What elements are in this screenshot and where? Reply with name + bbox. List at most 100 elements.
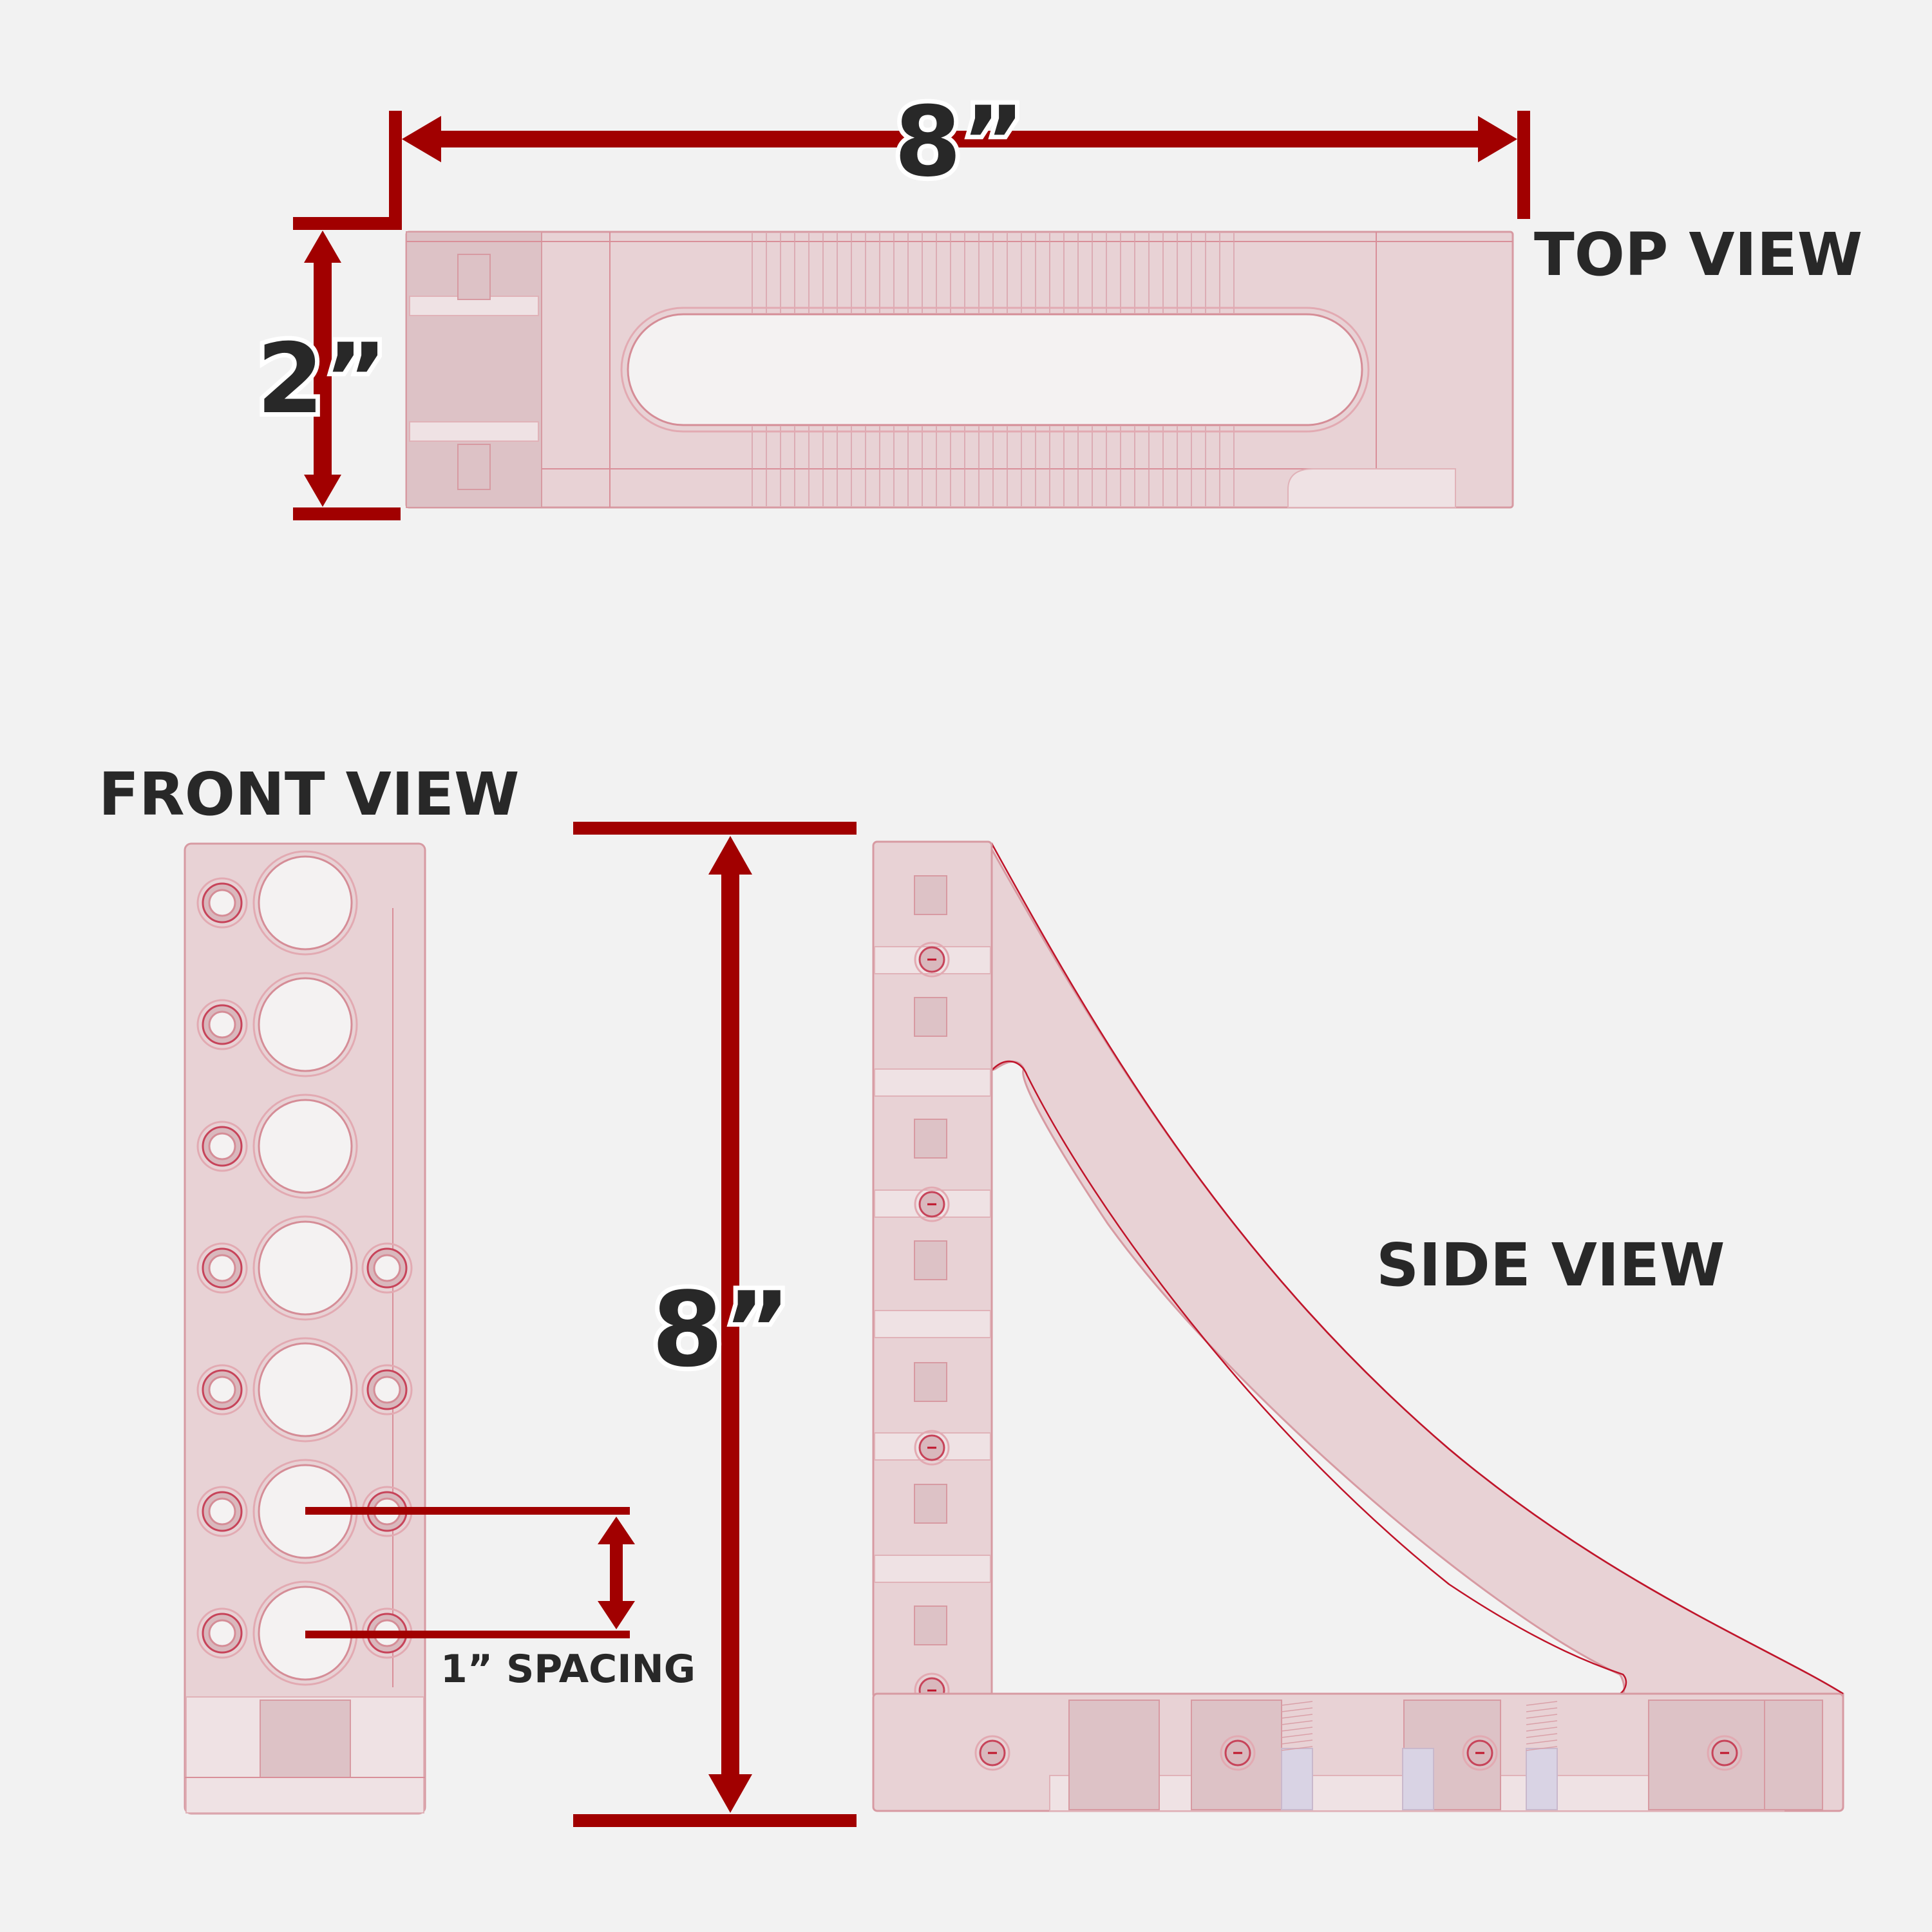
dimension-bar-top-connector <box>389 111 402 230</box>
height-dimension: 8” <box>573 822 857 1827</box>
base-segment <box>1068 1700 1160 1810</box>
arrowhead-down-icon <box>304 475 341 507</box>
arrowhead-left-icon <box>402 116 441 162</box>
small-hole-ring <box>196 1364 248 1416</box>
small-hole <box>208 1376 236 1404</box>
thread-line <box>1281 1739 1313 1745</box>
set-screw-tip <box>1402 1748 1434 1810</box>
dimension-line <box>721 869 739 1777</box>
top-view: 8” 2” TOP VIEW <box>252 82 1862 520</box>
large-hole-ring <box>252 1094 358 1199</box>
base-segment <box>1648 1700 1765 1810</box>
small-hole-ring <box>196 877 248 929</box>
thread-line <box>1526 1727 1558 1732</box>
screw-ring <box>1220 1735 1256 1771</box>
thread-line <box>1526 1733 1558 1738</box>
clamp-post <box>914 1240 947 1280</box>
small-hole <box>208 889 236 917</box>
screw-ring <box>914 1186 950 1222</box>
thread-line <box>1281 1707 1313 1712</box>
small-hole <box>208 1619 236 1647</box>
arrowhead-right-icon <box>1478 116 1517 162</box>
spacing-line-bottom <box>305 1631 630 1638</box>
small-hole-ring <box>361 1364 413 1416</box>
small-hole-ring <box>196 1121 248 1172</box>
thread-line <box>1281 1727 1313 1732</box>
thread-line <box>1526 1701 1558 1706</box>
large-hole <box>258 1220 353 1316</box>
spacing-arrow-shaft <box>610 1542 623 1604</box>
small-hole-ring <box>196 999 248 1050</box>
screw-ring <box>1462 1735 1498 1771</box>
clamp-post <box>914 1362 947 1402</box>
thread-line <box>1526 1720 1558 1725</box>
screw-ring <box>1707 1735 1743 1771</box>
arrowhead-up-icon <box>708 836 752 875</box>
top-view-clamp-post-top <box>457 254 491 300</box>
clamp-post <box>914 1484 947 1524</box>
thread-line <box>1281 1746 1313 1751</box>
top-length-dimension: 8” <box>389 82 1530 225</box>
small-hole <box>373 1376 401 1404</box>
top-view-clamp-slot-bottom <box>409 421 539 442</box>
top-length-label: 8” <box>895 86 1025 198</box>
front-view: FRONT VIEW 1” SPACING <box>99 760 696 1815</box>
arrowhead-down-icon <box>708 1774 752 1813</box>
arrowhead-up-icon <box>598 1517 635 1544</box>
small-hole <box>208 1254 236 1282</box>
top-width-dimension: 2” <box>252 111 402 520</box>
thread-line <box>1526 1739 1558 1745</box>
small-hole-ring <box>361 1242 413 1294</box>
large-hole-ring <box>252 1215 358 1321</box>
dimension-bar-bottom <box>573 1814 857 1827</box>
top-view-lip <box>1287 468 1456 508</box>
small-hole-ring <box>196 1486 248 1537</box>
thread-line <box>1526 1746 1558 1751</box>
thread-line <box>1281 1714 1313 1719</box>
front-view-title: FRONT VIEW <box>99 760 519 829</box>
arrowhead-down-icon <box>598 1601 635 1629</box>
clamp-strip <box>874 1310 991 1338</box>
small-hole-ring <box>196 1242 248 1294</box>
small-hole-ring <box>196 1607 248 1659</box>
arrowhead-up-icon <box>304 231 341 263</box>
base-segment <box>1764 1700 1823 1810</box>
top-view-slot-edge <box>620 307 1370 433</box>
clamp-strip <box>874 1555 991 1583</box>
dimension-bar-top <box>293 217 401 230</box>
side-view-gusset-edge <box>990 843 1844 1695</box>
clamp-post <box>914 997 947 1037</box>
screw-ring <box>974 1735 1010 1771</box>
large-hole-ring <box>252 850 358 956</box>
thread-line <box>1526 1707 1558 1712</box>
clamp-post <box>914 875 947 915</box>
small-hole <box>373 1254 401 1282</box>
set-screw-tip <box>1281 1748 1313 1810</box>
screw-ring <box>914 1430 950 1466</box>
small-hole <box>208 1010 236 1039</box>
side-view-vertical-features <box>874 875 991 1709</box>
small-hole <box>208 1497 236 1526</box>
set-screw-tip <box>1526 1748 1558 1810</box>
screw-ring <box>914 942 950 978</box>
large-hole-ring <box>252 972 358 1077</box>
top-view-title: TOP VIEW <box>1534 220 1862 289</box>
side-view: SIDE VIEW <box>872 840 1844 1812</box>
side-view-base-features <box>974 1700 1823 1810</box>
small-hole <box>208 1132 236 1160</box>
thread-line <box>1281 1733 1313 1738</box>
large-hole <box>258 1342 353 1437</box>
clamp-strip <box>874 1068 991 1097</box>
thread-line <box>1526 1714 1558 1719</box>
large-hole <box>258 977 353 1072</box>
thread-line <box>1281 1720 1313 1725</box>
dimension-bar-bottom <box>293 507 401 520</box>
spacing-line-top <box>305 1507 630 1515</box>
dimension-line <box>314 258 332 483</box>
front-view-foot-slot <box>260 1700 351 1778</box>
dimension-line <box>438 131 1481 147</box>
top-view-ribs <box>752 233 1235 506</box>
top-view-slot <box>627 313 1363 426</box>
spacing-label: 1” SPACING <box>440 1647 696 1692</box>
